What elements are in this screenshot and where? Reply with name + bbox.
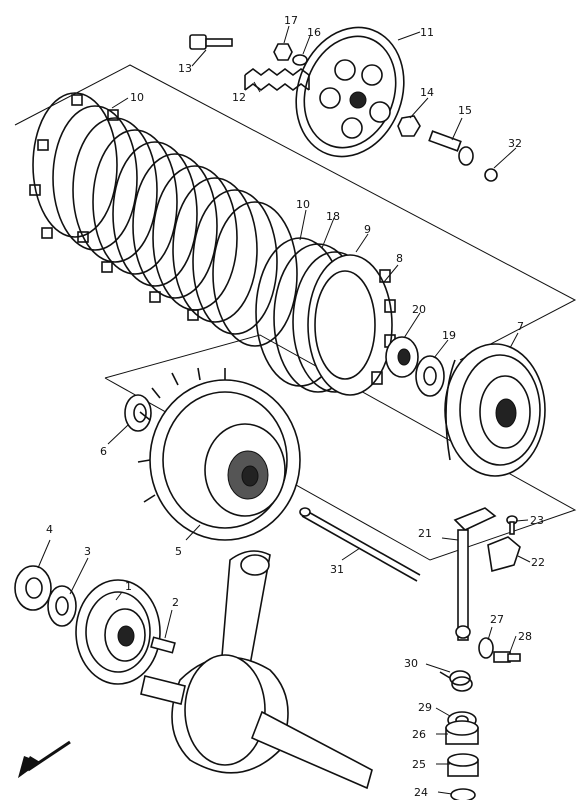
label-25: 25 bbox=[412, 758, 426, 771]
screw-23 bbox=[506, 515, 518, 535]
primary-drive-gear-1 bbox=[75, 579, 161, 685]
label-17: 17 bbox=[284, 14, 298, 27]
clutch-boss-7 bbox=[444, 343, 546, 477]
label-15: 15 bbox=[458, 104, 472, 117]
lock-washer-19 bbox=[415, 355, 445, 397]
bolt-13 bbox=[189, 34, 233, 50]
label-3: 3 bbox=[84, 545, 91, 558]
oil-seal-26 bbox=[445, 720, 479, 745]
label-28: 28 bbox=[518, 630, 532, 643]
push-lever-21 bbox=[453, 507, 497, 641]
label-30: 30 bbox=[404, 657, 418, 670]
lever-22 bbox=[487, 536, 521, 573]
clutch-housing-5 bbox=[137, 367, 301, 541]
direction-arrow-icon bbox=[18, 740, 71, 778]
label-11: 11 bbox=[420, 26, 434, 39]
crankshaft bbox=[140, 550, 373, 790]
seal-24 bbox=[450, 788, 476, 800]
label-21: 21 bbox=[418, 527, 432, 540]
label-7: 7 bbox=[517, 320, 524, 333]
label-8: 8 bbox=[396, 252, 403, 265]
label-22: 22 bbox=[531, 556, 545, 569]
label-31: 31 bbox=[330, 563, 344, 576]
label-6: 6 bbox=[100, 445, 107, 458]
screw-15 bbox=[428, 130, 474, 166]
label-19: 19 bbox=[442, 329, 456, 342]
pressure-plate-11 bbox=[295, 26, 405, 158]
part-labels: 1 2 3 4 5 6 7 8 9 10 10 11 12 13 14 15 1… bbox=[46, 14, 545, 799]
label-1: 1 bbox=[125, 580, 132, 593]
washer-27 bbox=[478, 637, 494, 659]
label-9: 9 bbox=[364, 223, 371, 236]
leader-lines bbox=[37, 25, 531, 795]
lock-washer-3 bbox=[47, 585, 77, 627]
label-20: 20 bbox=[412, 303, 426, 316]
spring-30 bbox=[439, 670, 473, 692]
label-18: 18 bbox=[326, 210, 340, 223]
nut-17 bbox=[273, 43, 293, 61]
bearing-25 bbox=[447, 753, 479, 777]
label-27: 27 bbox=[490, 613, 504, 626]
label-26: 26 bbox=[412, 728, 426, 741]
label-2: 2 bbox=[172, 596, 179, 609]
label-16: 16 bbox=[307, 26, 321, 39]
clutch-spring-12 bbox=[244, 68, 310, 91]
label-10b: 10 bbox=[296, 198, 310, 211]
clutch-plate-8 bbox=[307, 254, 396, 396]
label-23: 23 bbox=[530, 514, 544, 527]
label-5: 5 bbox=[175, 545, 182, 558]
nut-14 bbox=[397, 115, 421, 137]
nut-4 bbox=[14, 565, 52, 611]
label-29: 29 bbox=[418, 701, 432, 714]
label-10a: 10 bbox=[130, 91, 144, 104]
label-32: 32 bbox=[508, 137, 522, 150]
label-14: 14 bbox=[420, 86, 434, 99]
label-12: 12 bbox=[232, 91, 246, 104]
label-24: 24 bbox=[414, 786, 428, 799]
locknut-20 bbox=[385, 336, 419, 378]
ball-32 bbox=[484, 168, 498, 182]
label-4: 4 bbox=[46, 523, 53, 536]
label-13: 13 bbox=[178, 62, 192, 75]
key-2 bbox=[150, 636, 176, 654]
washer-16 bbox=[292, 54, 308, 66]
thrust-washer-6 bbox=[124, 394, 152, 432]
bolt-28 bbox=[493, 651, 521, 663]
